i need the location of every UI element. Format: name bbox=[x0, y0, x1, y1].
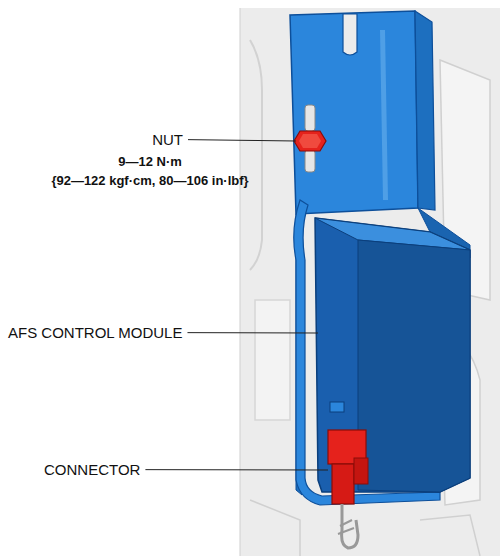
nut bbox=[294, 105, 326, 172]
torque-value: 9—12 N·m bbox=[118, 155, 182, 170]
body-panel bbox=[240, 8, 500, 556]
leader-line bbox=[145, 469, 328, 470]
part-name: AFS CONTROL MODULE bbox=[8, 324, 182, 341]
torque-value: {92—122 kgf·cm, 80—106 in·lbf} bbox=[51, 174, 248, 189]
part-name: CONNECTOR bbox=[44, 461, 140, 478]
connector bbox=[328, 430, 368, 548]
leader-line bbox=[187, 332, 318, 333]
part-name: NUT bbox=[152, 131, 183, 148]
leader-line bbox=[188, 140, 296, 141]
module-body bbox=[315, 218, 470, 492]
bracket bbox=[290, 11, 470, 505]
